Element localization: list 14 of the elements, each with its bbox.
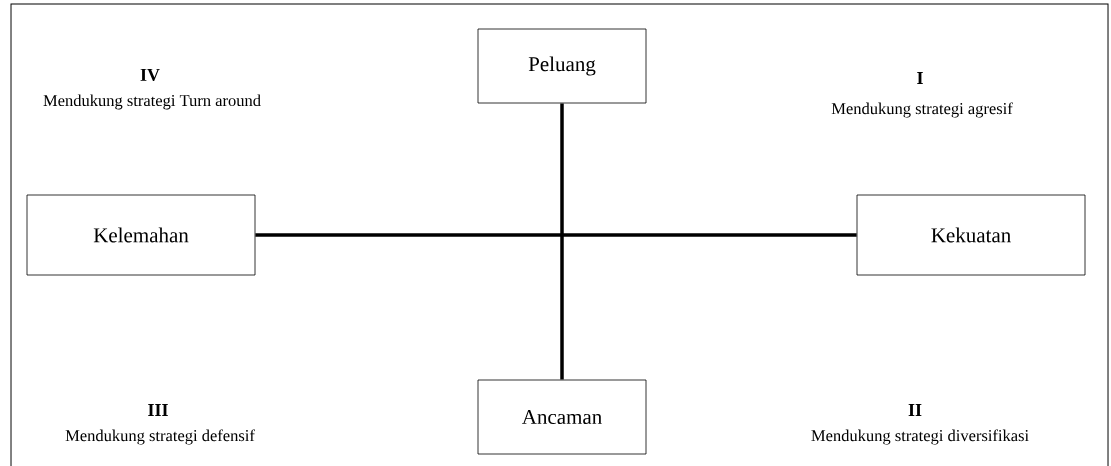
quadrant-number: I bbox=[917, 72, 923, 84]
label-box: Ancaman bbox=[477, 379, 647, 455]
label-box: Kekuatan bbox=[856, 194, 1086, 276]
quadrant-number: II bbox=[908, 404, 922, 416]
quadrant-number: III bbox=[148, 404, 168, 416]
label-box: Kelemahan bbox=[26, 194, 256, 276]
quadrant-label: Mendukung strategi agresif bbox=[831, 102, 1013, 118]
label-box: Peluang bbox=[477, 28, 647, 104]
quadrant-number: IV bbox=[140, 68, 160, 82]
quadrant-label: Mendukung strategi diversifikasi bbox=[811, 429, 1029, 445]
axis-line bbox=[255, 233, 857, 237]
quadrant-label: Mendukung strategi defensif bbox=[65, 429, 255, 445]
quadrant-label: Mendukung strategi Turn around bbox=[43, 94, 261, 110]
axis-line bbox=[560, 103, 564, 380]
